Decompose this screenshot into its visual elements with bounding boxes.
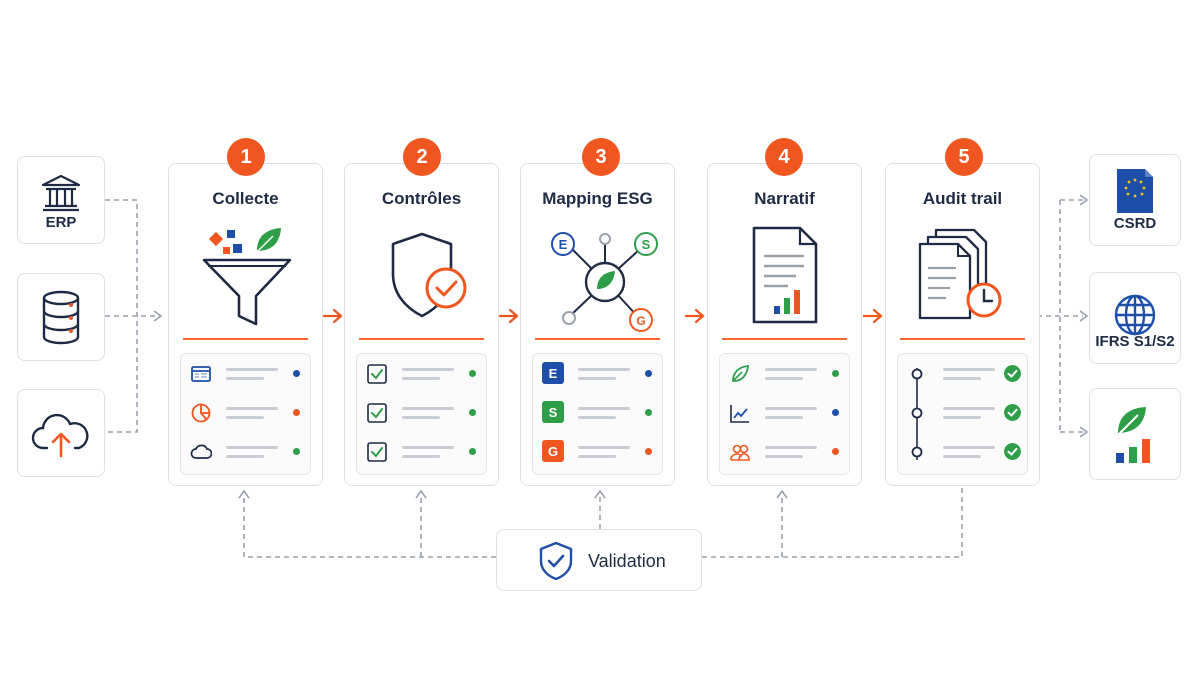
separator	[535, 338, 660, 340]
status-dot	[293, 448, 300, 455]
stage-narratif[interactable]: Narratif	[707, 163, 862, 486]
step-number-badge: 4	[765, 138, 803, 176]
item-list	[180, 353, 311, 475]
status-dot	[469, 370, 476, 377]
stage-title: Contrôles	[381, 189, 462, 208]
separator	[722, 338, 847, 340]
leaf-chart-icon	[1116, 407, 1150, 463]
list-item[interactable]	[720, 434, 849, 470]
source-cloud[interactable]	[17, 389, 105, 477]
status-dot	[469, 448, 476, 455]
timeline-node-icon	[911, 368, 923, 380]
list-item[interactable]: S	[533, 395, 662, 431]
item-list: E S G	[532, 353, 663, 475]
stage-controles[interactable]: Contrôles	[344, 163, 499, 486]
list-item[interactable]	[720, 395, 849, 431]
list-item[interactable]: E	[533, 356, 662, 392]
separator	[359, 338, 484, 340]
separator	[183, 338, 308, 340]
list-item[interactable]	[181, 356, 310, 392]
timeline-node-icon	[911, 446, 923, 458]
checkbox-icon	[367, 403, 387, 423]
cloud-upload-icon	[31, 413, 89, 458]
leaf-icon	[732, 364, 750, 382]
status-dot	[832, 409, 839, 416]
list-item[interactable]	[357, 395, 486, 431]
globe-icon	[1114, 294, 1156, 336]
stage-title: Narratif	[754, 189, 815, 208]
people-icon	[730, 444, 750, 461]
item-list	[356, 353, 487, 475]
source-database[interactable]	[17, 273, 105, 361]
pie-chart-icon	[191, 403, 211, 423]
stage-title: Collecte	[212, 189, 279, 208]
svg-text:E: E	[559, 237, 568, 252]
stage-collecte[interactable]: Collecte	[168, 163, 323, 486]
step-number-badge: 5	[945, 138, 983, 176]
checkbox-icon	[367, 442, 387, 462]
list-item[interactable]	[898, 356, 1027, 392]
svg-text:G: G	[636, 314, 645, 328]
step-number-badge: 2	[403, 138, 441, 176]
list-item[interactable]	[181, 434, 310, 470]
status-dot	[469, 409, 476, 416]
stage-title: Mapping ESG	[542, 189, 653, 208]
output-sustainability[interactable]	[1089, 388, 1181, 480]
check-circle-icon	[1004, 365, 1021, 382]
output-label: CSRD	[1113, 215, 1157, 232]
network-icon: E S G	[551, 232, 658, 332]
svg-text:S: S	[642, 237, 651, 252]
spreadsheet-icon	[191, 366, 211, 382]
list-item[interactable]: G	[533, 434, 662, 470]
item-list	[897, 353, 1028, 475]
list-item[interactable]	[181, 395, 310, 431]
output-csrd[interactable]: CSRD	[1089, 154, 1181, 246]
status-dot	[645, 448, 652, 455]
list-item[interactable]	[357, 434, 486, 470]
cloud-icon	[190, 444, 212, 459]
list-item[interactable]	[898, 434, 1027, 470]
funnel-icon	[202, 228, 292, 326]
timeline-node-icon	[911, 407, 923, 419]
source-erp[interactable]: ERP	[17, 156, 105, 244]
check-circle-icon	[1004, 443, 1021, 460]
esg-letter-s: S	[542, 401, 564, 423]
source-label: ERP	[45, 214, 77, 231]
status-dot	[832, 448, 839, 455]
output-ifrs[interactable]: IFRS S1/S2	[1089, 272, 1181, 364]
shield-check-icon	[391, 232, 467, 318]
checkbox-icon	[367, 364, 387, 384]
esg-letter-g: G	[542, 440, 564, 462]
item-list	[719, 353, 850, 475]
validation-label: Validation	[588, 551, 666, 571]
status-dot	[293, 370, 300, 377]
bank-icon	[41, 174, 81, 212]
list-item[interactable]	[357, 356, 486, 392]
shield-check-icon	[539, 541, 573, 581]
report-icon	[752, 226, 818, 324]
status-dot	[645, 409, 652, 416]
trend-icon	[730, 405, 749, 423]
database-icon	[42, 290, 80, 345]
stage-title: Audit trail	[922, 189, 1003, 208]
output-label: IFRS S1/S2	[1095, 333, 1175, 350]
validation-box[interactable]: Validation	[496, 529, 702, 591]
list-item[interactable]	[720, 356, 849, 392]
status-dot	[293, 409, 300, 416]
eu-flag-icon	[1117, 169, 1153, 213]
status-dot	[645, 370, 652, 377]
separator	[900, 338, 1025, 340]
stage-mapping-esg[interactable]: Mapping ESG E S G E S G	[520, 163, 675, 486]
step-number-badge: 1	[227, 138, 265, 176]
check-circle-icon	[1004, 404, 1021, 421]
stage-audit-trail[interactable]: Audit trail	[885, 163, 1040, 486]
esg-letter-e: E	[542, 362, 564, 384]
documents-clock-icon	[918, 228, 1002, 320]
step-number-badge: 3	[582, 138, 620, 176]
status-dot	[832, 370, 839, 377]
list-item[interactable]	[898, 395, 1027, 431]
